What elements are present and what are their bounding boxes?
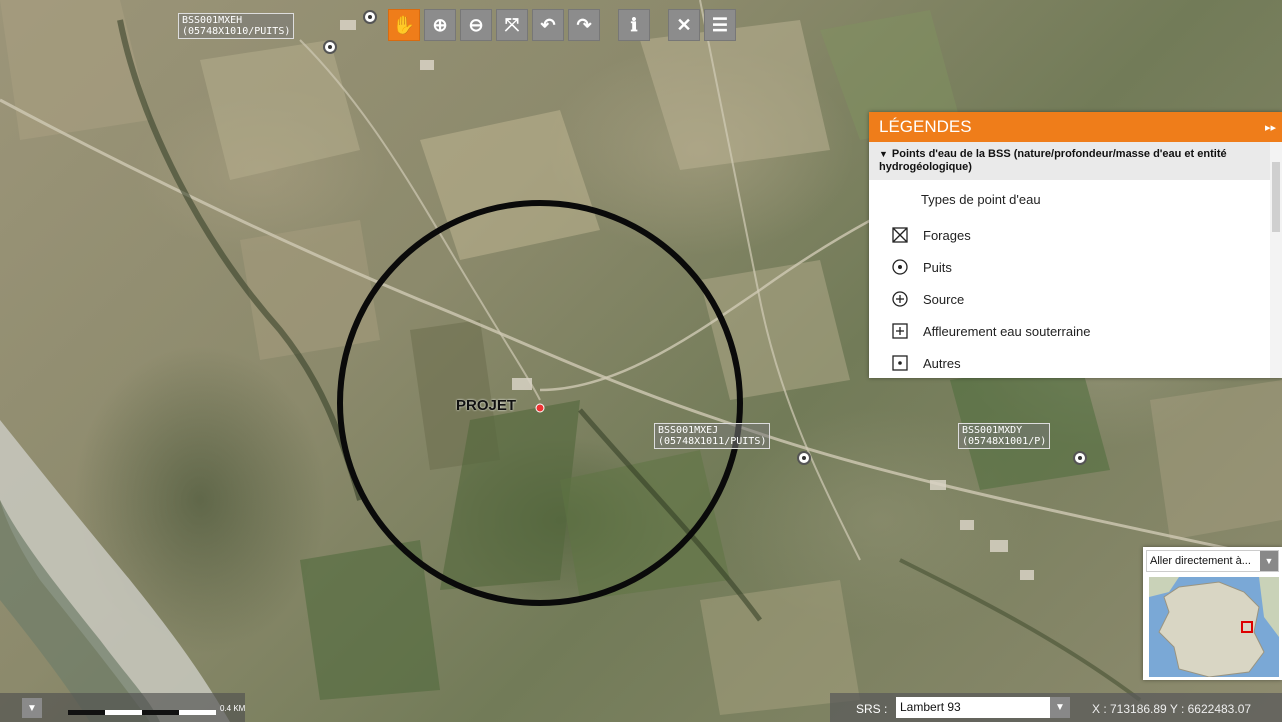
zoom-extent-icon[interactable]: ⤧ <box>496 9 528 41</box>
well-marker-1[interactable] <box>323 40 337 54</box>
circle-plus-icon <box>889 288 911 310</box>
boxed-x-icon <box>889 224 911 246</box>
zoom-in-icon[interactable]: ⊕ <box>424 9 456 41</box>
well-marker-top[interactable] <box>363 10 377 24</box>
well-code: BSS001MXEJ <box>658 425 719 436</box>
scale-bar <box>68 710 216 715</box>
redo-icon[interactable]: ↷ <box>568 9 600 41</box>
boxed-plus-icon <box>889 320 911 342</box>
legend-scrollbar[interactable] <box>1270 142 1282 378</box>
legend-section-title: Points d'eau de la BSS (nature/profondeu… <box>879 148 1227 173</box>
overview-map-canvas[interactable] <box>1149 577 1279 677</box>
overview-extent-marker <box>1241 621 1253 633</box>
well-marker-2[interactable] <box>797 451 811 465</box>
legend-panel: LÉGENDES ▸▸ ▼Points d'eau de la BSS (nat… <box>869 112 1282 378</box>
zoom-out-icon[interactable]: ⊖ <box>460 9 492 41</box>
collapse-legend-icon[interactable]: ▸▸ <box>1264 121 1276 134</box>
toolbar-separator <box>654 9 664 43</box>
legend-item-label: Puits <box>923 259 952 275</box>
goto-select[interactable]: Aller directement à... ▼ <box>1146 550 1279 572</box>
well-code: BSS001MXDY <box>962 425 1023 436</box>
legend-section-header[interactable]: ▼Points d'eau de la BSS (nature/profonde… <box>869 142 1282 180</box>
legend-title: LÉGENDES <box>879 117 972 136</box>
map-toolbar: ✋ ⊕ ⊖ ⤧ ↶ ↷ ℹ ✕ ☰ <box>388 9 736 43</box>
tools-icon[interactable]: ✕ <box>668 9 700 41</box>
legend-body: Types de point d'eau Forages Puits Sourc… <box>869 180 1282 379</box>
legend-item: Autres <box>889 347 1282 379</box>
srs-select[interactable]: Lambert 93 ▼ <box>896 697 1070 718</box>
project-marker <box>535 403 545 413</box>
legend-item-label: Affleurement eau souterraine <box>923 323 1091 339</box>
boxed-dot-icon <box>889 352 911 374</box>
hand-pan-icon[interactable]: ✋ <box>388 9 420 41</box>
toolbar-separator <box>604 9 614 43</box>
cursor-coordinates: X : 713186.89 Y : 6622483.07 <box>1092 702 1252 716</box>
goto-label: Aller directement à... <box>1150 555 1251 567</box>
legend-item-label: Forages <box>923 227 971 243</box>
srs-value: Lambert 93 <box>900 700 961 714</box>
legend-subtitle: Types de point d'eau <box>921 192 1041 207</box>
well-detail: (05748X1010/PUITS) <box>182 26 291 37</box>
legend-scroll-thumb[interactable] <box>1272 162 1280 232</box>
well-marker-3[interactable] <box>1073 451 1087 465</box>
overview-map: Aller directement à... ▼ <box>1143 547 1282 680</box>
well-code: BSS001MXEH <box>182 15 243 26</box>
legend-item: Affleurement eau souterraine <box>889 315 1282 347</box>
chevron-down-icon[interactable]: ▼ <box>1260 551 1278 571</box>
legend-item: Forages <box>889 219 1282 251</box>
scale-panel: ▼ <box>0 693 245 722</box>
well-label-2: BSS001MXEJ (05748X1011/PUITS) <box>654 423 771 449</box>
legend-item-label: Autres <box>923 355 961 371</box>
france-outline <box>1149 577 1279 677</box>
legend-item-label: Source <box>923 291 965 307</box>
well-detail: (05748X1001/P) <box>962 436 1047 447</box>
layers-icon[interactable]: ☰ <box>704 9 736 41</box>
legend-header: LÉGENDES ▸▸ <box>869 112 1282 142</box>
well-detail: (05748X1011/PUITS) <box>658 436 767 447</box>
expand-triangle-icon: ▼ <box>879 149 888 159</box>
srs-label: SRS : <box>856 702 888 716</box>
chevron-down-icon[interactable]: ▼ <box>1050 697 1070 718</box>
srs-panel: SRS : Lambert 93 ▼ X : 713186.89 Y : 662… <box>830 693 1282 722</box>
chevron-down-icon[interactable]: ▼ <box>22 698 42 718</box>
project-buffer-circle <box>337 200 743 606</box>
project-label: PROJET <box>456 397 517 414</box>
scale-label: 0.4 KM <box>220 704 246 713</box>
legend-item: Puits <box>889 251 1282 283</box>
info-pointer-icon[interactable]: ℹ <box>618 9 650 41</box>
circle-dot-icon <box>889 256 911 278</box>
well-label-3: BSS001MXDY (05748X1001/P) <box>958 423 1051 449</box>
undo-icon[interactable]: ↶ <box>532 9 564 41</box>
well-label-1: BSS001MXEH (05748X1010/PUITS) <box>178 13 295 39</box>
legend-item: Source <box>889 283 1282 315</box>
